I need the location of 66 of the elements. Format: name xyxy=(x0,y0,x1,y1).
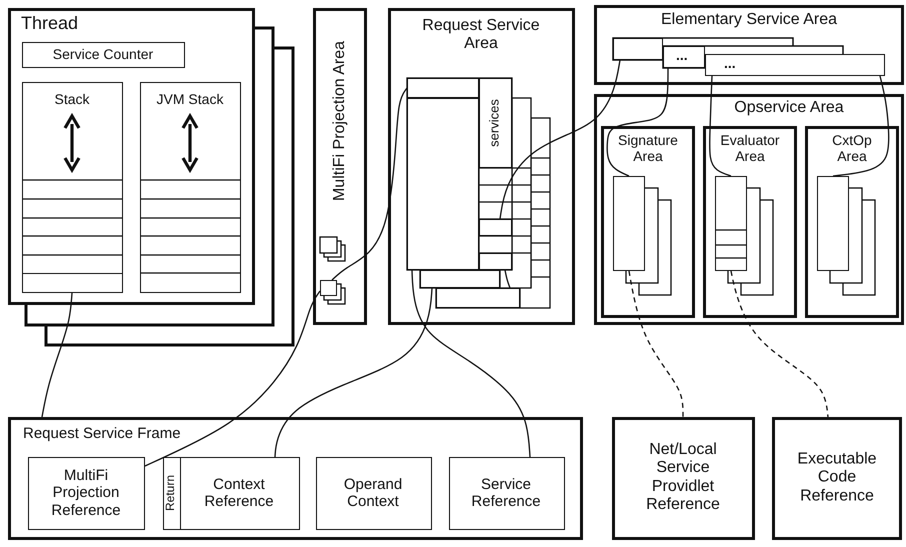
box-label: Service Counter xyxy=(52,46,154,62)
panel-title: Stack xyxy=(54,91,90,108)
frame-cell xyxy=(420,270,500,288)
box-label: MultiFi Projection Reference xyxy=(50,467,122,519)
vertical-label: MultiFi Projection Area xyxy=(330,40,349,202)
service-slot-cell xyxy=(479,219,512,236)
connector-line xyxy=(832,76,890,177)
box-label: Operand Context xyxy=(342,476,404,510)
services-column xyxy=(479,78,512,168)
stack-panel xyxy=(140,82,241,293)
service-entry-box xyxy=(613,38,663,60)
projection-box xyxy=(320,280,337,296)
opservice-area-panel xyxy=(594,94,904,325)
box-label: Net/Local Service Providlet Reference xyxy=(645,441,721,515)
vertical-label: Return xyxy=(164,474,178,512)
connector-line xyxy=(606,68,669,177)
panel-title: Signature Area xyxy=(617,132,679,164)
service-slot-cell xyxy=(479,253,512,270)
panel-title: Evaluator Area xyxy=(719,132,781,164)
sub-area-panel xyxy=(601,126,695,318)
stack-frame-box xyxy=(715,176,747,271)
reference-box xyxy=(163,457,300,530)
elementary-area-panel xyxy=(594,5,904,85)
connector-line xyxy=(144,290,321,467)
panel-title: Request Service Area xyxy=(421,17,541,54)
panel-title: Elementary Service Area xyxy=(660,11,838,30)
sub-area-panel xyxy=(703,126,797,318)
panel-title: JVM Stack xyxy=(156,91,224,108)
stack-panel xyxy=(22,82,123,293)
panel-title: Opservice Area xyxy=(734,99,844,118)
box-label: Service Reference xyxy=(470,476,542,510)
sub-area-panel xyxy=(805,126,899,318)
reference-box xyxy=(612,417,755,540)
connector-line xyxy=(504,270,511,288)
reference-box xyxy=(28,457,145,530)
connector-line xyxy=(628,270,684,417)
panel-title: CxtOp Area xyxy=(831,132,873,164)
service-entry-box xyxy=(663,46,705,68)
box-label: Context Reference xyxy=(203,476,275,510)
reference-box xyxy=(772,417,902,540)
reference-box xyxy=(449,457,565,530)
connector-line xyxy=(730,270,829,418)
frame-header-cell xyxy=(407,78,479,98)
stack-frame-box xyxy=(613,176,645,271)
box-label: Executable Code Reference xyxy=(796,450,878,506)
connector-line xyxy=(709,76,732,177)
connector-line xyxy=(274,288,433,458)
thread-panel xyxy=(8,8,255,305)
vertical-label: services xyxy=(488,99,502,147)
service-counter-box xyxy=(22,42,185,68)
panel-title: Thread xyxy=(21,13,78,34)
reference-box xyxy=(316,457,432,530)
ellipsis-label: ... xyxy=(724,55,736,72)
ellipsis-label: ... xyxy=(676,47,688,64)
frame-body-cell xyxy=(407,98,479,270)
connector-line xyxy=(41,292,73,418)
connector-line xyxy=(332,88,408,280)
request-frame-panel xyxy=(8,417,583,540)
frame-cell xyxy=(436,288,520,308)
request-area-panel xyxy=(388,8,575,325)
panel-title: Request Service Frame xyxy=(23,425,181,442)
stack-frame-box xyxy=(817,176,849,271)
connector-line xyxy=(411,270,531,458)
service-entry-box xyxy=(705,54,885,76)
connector-line xyxy=(499,60,621,220)
projection-area-panel xyxy=(313,8,367,325)
